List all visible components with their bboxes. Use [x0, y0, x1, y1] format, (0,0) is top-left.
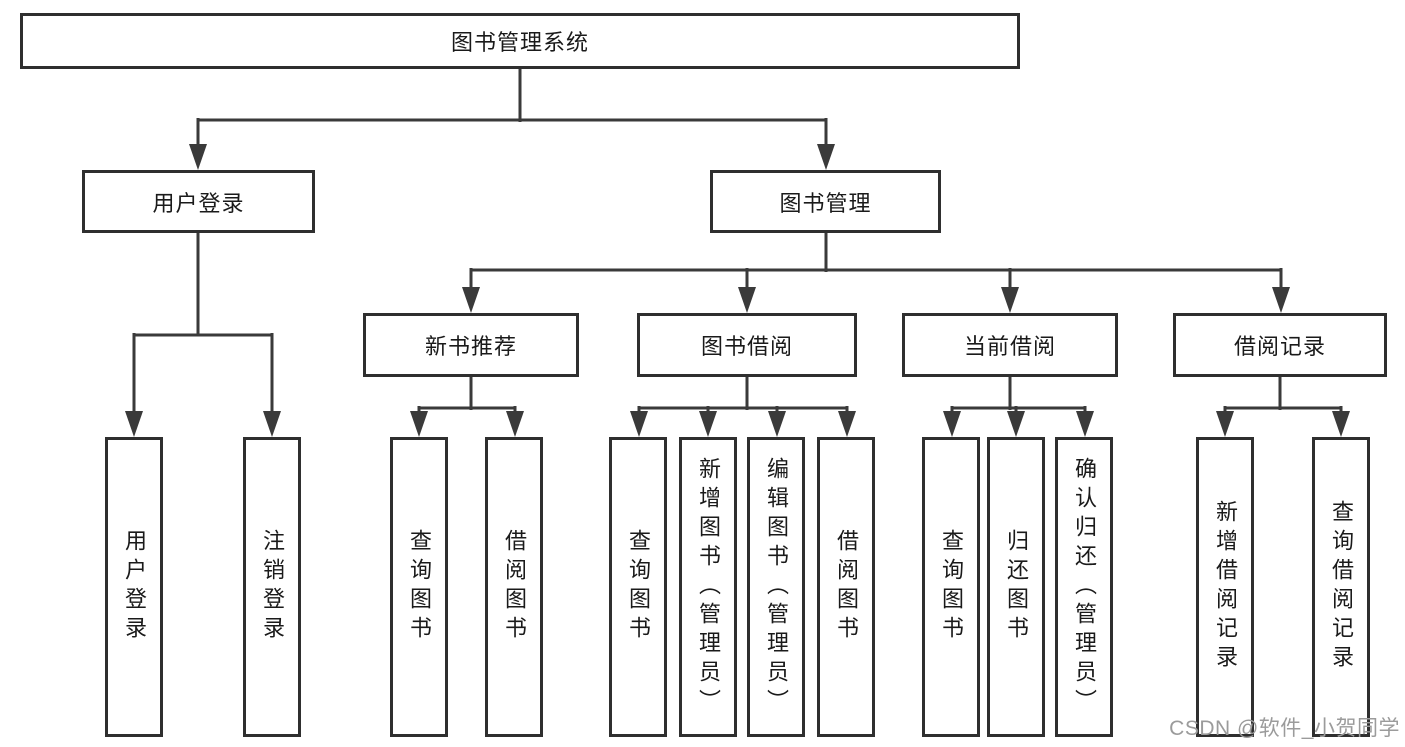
leaf-query-books-recommend: 查询图书	[390, 437, 448, 737]
node-label: 图书借阅	[700, 334, 793, 359]
leaf-label: 归还图书	[1004, 529, 1029, 645]
leaf-confirm-return-admin: 确认归还（管理员）	[1055, 437, 1113, 737]
leaf-label: 借阅图书	[502, 529, 527, 645]
node-label: 图书管理系统	[450, 30, 589, 55]
leaf-borrow-books-recommend: 借阅图书	[485, 437, 543, 737]
leaf-label: 编辑图书（管理员）	[764, 456, 789, 718]
leaf-add-books-admin: 新增图书（管理员）	[679, 437, 737, 737]
leaf-edit-books-admin: 编辑图书（管理员）	[747, 437, 805, 737]
leaf-label: 查询图书	[626, 529, 651, 645]
node-label: 用户登录	[152, 190, 245, 216]
leaf-label: 新增图书（管理员）	[696, 456, 721, 718]
node-book-borrowing: 图书借阅	[637, 313, 857, 377]
node-label: 图书管理	[779, 190, 872, 216]
leaf-query-books-current: 查询图书	[922, 437, 980, 737]
arrowheads	[125, 144, 1350, 437]
node-borrowing-records: 借阅记录	[1173, 313, 1387, 377]
node-current-borrowing: 当前借阅	[902, 313, 1118, 377]
leaf-query-books-borrowing: 查询图书	[609, 437, 667, 737]
leaf-label: 新增借阅记录	[1213, 500, 1238, 674]
leaf-query-borrow-record: 查询借阅记录	[1312, 437, 1370, 737]
leaf-borrow-books: 借阅图书	[817, 437, 875, 737]
node-label: 借阅记录	[1233, 334, 1326, 359]
leaf-label: 借阅图书	[834, 529, 859, 645]
node-library-management-system: 图书管理系统	[20, 13, 1020, 69]
leaf-return-books: 归还图书	[987, 437, 1045, 737]
csdn-watermark: CSDN @软件_小贺同学	[1169, 717, 1400, 740]
leaf-user-login: 用户登录	[105, 437, 163, 737]
leaf-label: 查询图书	[407, 529, 432, 645]
node-new-book-recommend: 新书推荐	[363, 313, 579, 377]
leaf-label: 查询图书	[939, 529, 964, 645]
node-label: 新书推荐	[424, 334, 517, 359]
node-label: 当前借阅	[963, 334, 1056, 359]
node-user-login: 用户登录	[82, 170, 315, 233]
node-book-management: 图书管理	[710, 170, 941, 233]
leaf-label: 用户登录	[122, 529, 147, 645]
leaf-label: 查询借阅记录	[1329, 500, 1354, 674]
leaf-logout: 注销登录	[243, 437, 301, 737]
leaf-label: 注销登录	[260, 529, 285, 645]
tree-edges	[132, 69, 1343, 416]
leaf-label: 确认归还（管理员）	[1072, 456, 1097, 718]
leaf-add-borrow-record: 新增借阅记录	[1196, 437, 1254, 737]
